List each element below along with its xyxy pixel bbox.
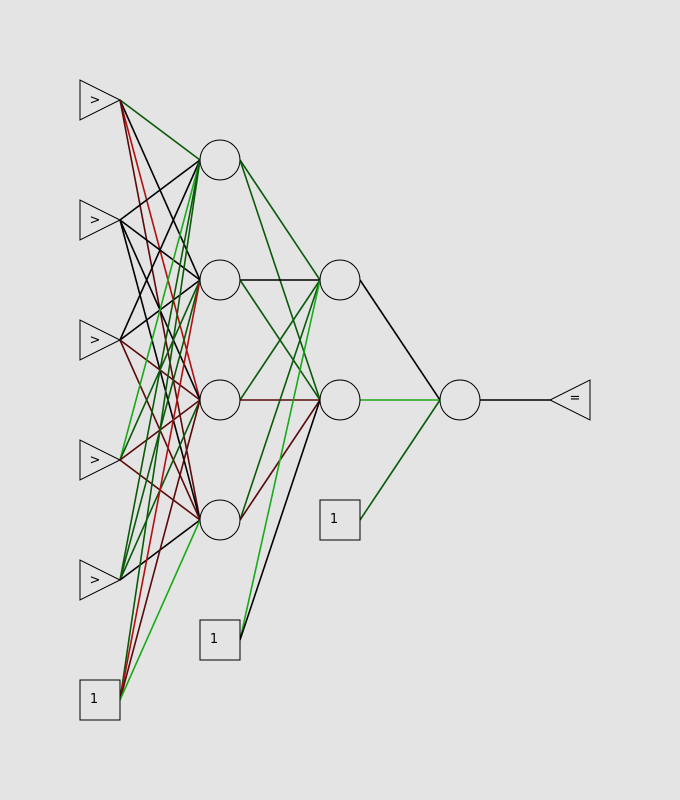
connection-edge-l1-4-1 [239, 399, 321, 641]
connection-edge-l0-5-2 [119, 399, 201, 701]
connection-edge-l0-1-0 [119, 159, 201, 221]
input-symbol: > [90, 93, 101, 108]
connection-edge-l2-2-0 [359, 399, 441, 521]
input-symbol: > [90, 573, 101, 588]
neuron-hidden-1-3 [199, 379, 241, 421]
connection-edge-l0-3-0 [119, 159, 201, 461]
bias-label: 1 [90, 692, 98, 707]
neuron-hidden-1-1 [199, 139, 241, 181]
output-symbol: = [570, 391, 581, 406]
bias-node-hidden-1: 1 [199, 619, 241, 661]
neuron-hidden-1-4 [199, 499, 241, 541]
input-node-5: > [79, 559, 122, 601]
connection-edge-l1-4-0 [239, 279, 321, 641]
bias-node-input: 1 [79, 679, 121, 721]
input-node-2: > [79, 199, 122, 241]
connection-edge-l0-4-0 [119, 159, 201, 581]
bias-node-hidden-2: 1 [319, 499, 361, 541]
input-node-4: > [79, 439, 122, 481]
input-node-1: > [79, 79, 122, 121]
neuron-hidden-2-1 [319, 259, 361, 301]
input-node-3: > [79, 319, 122, 361]
bias-label: 1 [210, 632, 218, 647]
connection-edge-l1-3-0 [239, 279, 321, 521]
connection-edge-l1-0-0 [239, 159, 321, 281]
input-symbol: > [90, 333, 101, 348]
connection-edge-l0-5-3 [119, 519, 201, 701]
neuron-hidden-1-2 [199, 259, 241, 301]
input-symbol: > [90, 213, 101, 228]
connection-edge-l0-0-0 [119, 99, 201, 161]
connection-edge-l2-0-0 [359, 279, 441, 401]
neuron-hidden-2-2 [319, 379, 361, 421]
input-symbol: > [90, 453, 101, 468]
network-nodes: > > > > >1 1 1 = [79, 79, 591, 721]
neuron-output-1 [439, 379, 481, 421]
connection-edge-l0-2-0 [119, 159, 201, 341]
output-node: = [548, 379, 591, 421]
bias-label: 1 [330, 512, 338, 527]
connection-edges [119, 99, 441, 701]
connection-edge-l1-2-0 [239, 279, 321, 401]
connection-edge-l0-5-0 [119, 159, 201, 701]
connection-edge-l0-5-1 [119, 279, 201, 701]
